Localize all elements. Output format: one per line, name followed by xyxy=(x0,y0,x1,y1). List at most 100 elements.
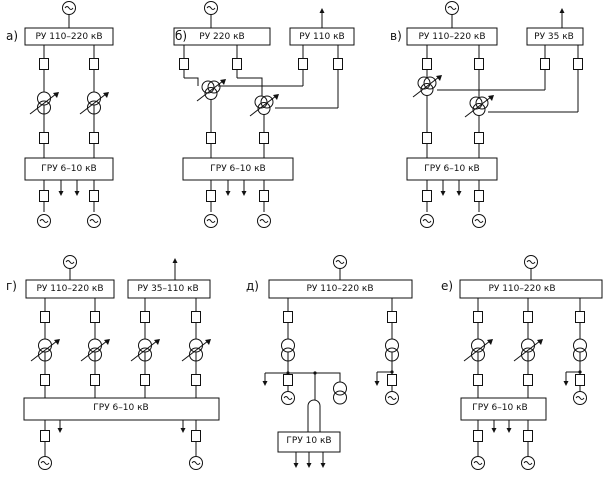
regulation-arrow xyxy=(79,93,107,115)
switch-box xyxy=(89,132,99,144)
transformer-winding xyxy=(521,347,535,362)
switch-box xyxy=(206,132,216,144)
transformer-winding xyxy=(87,100,101,115)
panel-e-tag: е) xyxy=(441,279,453,293)
regulation-arrow xyxy=(463,340,491,362)
busbar-box xyxy=(127,279,211,299)
panel-g-tag: г) xyxy=(6,279,17,293)
switch-box xyxy=(259,190,269,202)
switch-box xyxy=(283,374,293,386)
transformer-winding xyxy=(420,83,434,96)
busbar-box xyxy=(406,27,498,46)
panel-d-bus-hv-label: РУ 110–220 кВ xyxy=(306,284,373,294)
panel-e-bus-gru-label: ГРУ 6–10 кВ xyxy=(472,403,527,413)
panel-a-bus-hv-label: РУ 110–220 кВ xyxy=(35,32,102,42)
switch-box xyxy=(422,190,432,202)
generator-wave xyxy=(206,219,216,223)
arrow-down-icon xyxy=(506,428,512,433)
panel-v-bus-hv-label: РУ 110–220 кВ xyxy=(418,32,485,42)
regulation-arrowhead xyxy=(154,339,160,345)
regulation-arrow xyxy=(196,80,224,102)
panel-g-bus-hv-label: РУ 110–220 кВ xyxy=(36,284,103,294)
regulation-arrowhead xyxy=(488,95,494,101)
transformer-winding xyxy=(385,347,399,362)
regulation-arrowhead xyxy=(103,92,109,98)
generator-wave xyxy=(447,6,457,10)
arrow-up-icon xyxy=(172,258,178,263)
arrow-down-icon xyxy=(456,191,462,196)
junction-dot xyxy=(578,370,582,374)
components xyxy=(23,1,603,470)
switch-box xyxy=(473,374,483,386)
arrow-down-icon xyxy=(74,191,80,196)
reactor-icon xyxy=(307,399,321,416)
arrow-down-icon xyxy=(262,381,268,386)
busbar-box xyxy=(289,27,355,46)
generator-wave xyxy=(191,461,201,465)
arrow-down-icon xyxy=(306,463,312,468)
switch-box xyxy=(474,132,484,144)
arrow-down-icon xyxy=(180,428,186,433)
switch-box xyxy=(232,58,242,70)
switch-box xyxy=(387,374,397,386)
switch-box xyxy=(474,58,484,70)
junction-dot xyxy=(313,371,317,375)
junction-dot xyxy=(286,371,290,375)
arrow-down-icon xyxy=(293,463,299,468)
generator-wave xyxy=(206,6,216,10)
busbar-box xyxy=(24,157,114,181)
switch-box xyxy=(523,430,533,442)
generator-wave xyxy=(283,396,293,400)
generator-wave xyxy=(259,219,269,223)
busbar-box xyxy=(182,157,294,181)
switch-box xyxy=(191,430,201,442)
panel-a-tag: а) xyxy=(6,29,18,43)
panel-a-bus-gru-label: ГРУ 6–10 кВ xyxy=(41,164,96,174)
generator-wave xyxy=(473,461,483,465)
switch-box xyxy=(283,311,293,323)
junction-dot xyxy=(390,370,394,374)
switch-box xyxy=(473,430,483,442)
transformer-winding xyxy=(573,347,587,362)
switch-box xyxy=(259,132,269,144)
regulation-arrow xyxy=(30,340,58,362)
generator-wave xyxy=(65,260,75,264)
panel-b-tag: б) xyxy=(175,29,187,43)
regulation-arrowhead xyxy=(487,339,493,345)
arrow-up-icon xyxy=(319,8,325,13)
transformer-winding xyxy=(281,347,295,362)
switch-box xyxy=(540,58,550,70)
busbar-box xyxy=(268,279,413,299)
regulation-arrowhead xyxy=(54,339,60,345)
switch-box xyxy=(298,58,308,70)
switch-box xyxy=(575,374,585,386)
busbar-box xyxy=(23,397,220,421)
busbar-box xyxy=(406,157,498,181)
regulation-arrowhead xyxy=(220,79,226,85)
regulation-arrowhead xyxy=(205,339,211,345)
switch-box xyxy=(40,311,50,323)
regulation-arrowhead xyxy=(104,339,110,345)
busbar-box xyxy=(24,27,114,46)
panel-v-tag: в) xyxy=(390,29,402,43)
switch-box xyxy=(90,311,100,323)
switch-box xyxy=(191,374,201,386)
switch-box xyxy=(575,311,585,323)
arrow-down-icon xyxy=(563,381,569,386)
busbar-box xyxy=(526,27,584,46)
regulation-arrow xyxy=(130,340,158,362)
switch-box xyxy=(387,311,397,323)
arrow-down-icon xyxy=(241,191,247,196)
transformer-winding xyxy=(333,390,347,405)
panel-v-bus-35-label: РУ 35 кВ xyxy=(534,32,574,42)
arrow-down-icon xyxy=(374,381,380,386)
transformer-winding xyxy=(423,76,437,90)
switch-box xyxy=(39,190,49,202)
panel-e-bus-hv-label: РУ 110–220 кВ xyxy=(488,284,555,294)
transformer-winding xyxy=(38,347,52,362)
regulation-arrow xyxy=(513,340,541,362)
busbar-box xyxy=(460,397,547,421)
transformer-winding xyxy=(88,347,102,362)
switch-box xyxy=(89,190,99,202)
regulation-arrow xyxy=(464,96,492,118)
